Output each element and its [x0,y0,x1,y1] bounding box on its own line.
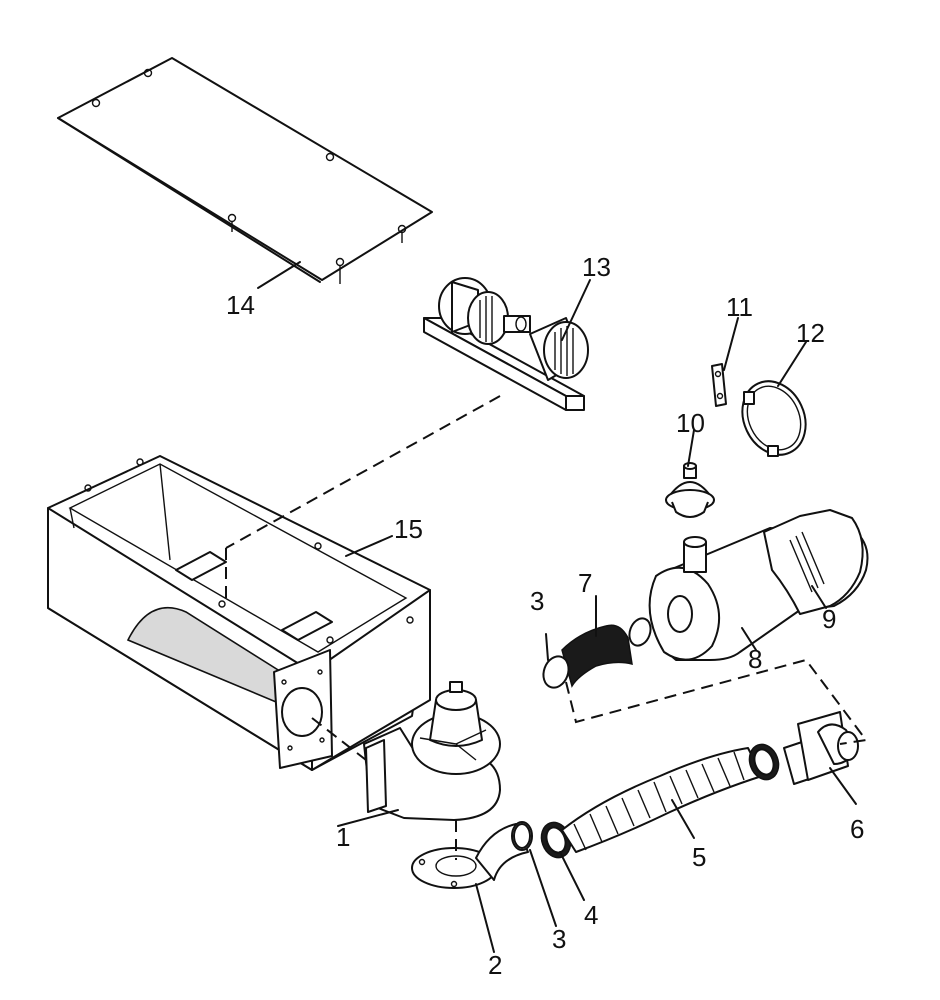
label-11: 11 [726,292,753,322]
label-9: 9 [822,604,836,634]
cover-plate [57,57,433,289]
clamp-band [741,341,807,457]
label-14: 14 [226,290,255,320]
flexible-hose-upper [542,595,652,689]
label-3-upper: 3 [530,586,544,616]
twin-blower [423,277,591,411]
label-3-lower: 3 [552,924,566,954]
assembly-lines [225,395,868,860]
label-5: 5 [692,842,706,872]
main-housing [47,455,431,771]
outlet-end [748,711,859,805]
label-7: 7 [578,568,592,598]
label-6: 6 [850,814,864,844]
corrugated-hose [561,747,763,853]
label-1: 1 [336,822,350,852]
label-2: 2 [488,950,502,980]
label-12: 12 [796,318,825,348]
bracket [711,317,739,407]
air-filter-assembly [648,509,869,661]
label-13: 13 [582,252,611,282]
filter-cap [665,429,715,518]
label-10: 10 [676,408,705,438]
label-4: 4 [584,900,598,930]
part-labels: 1 2 3 3 4 5 6 7 8 9 10 11 12 13 14 15 [226,252,864,980]
centrifugal-fan [337,681,501,827]
label-8: 8 [748,644,762,674]
label-15: 15 [394,514,423,544]
